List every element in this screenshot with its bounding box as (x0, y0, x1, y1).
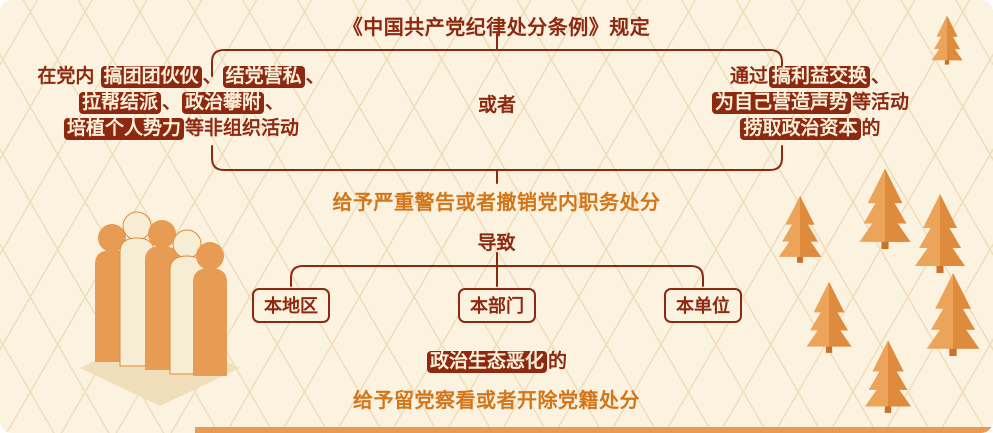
plain-phrase: 、 (305, 66, 325, 87)
highlighted-phrase: 搞团团伙伙 (100, 66, 202, 88)
highlighted-phrase: 为自己营造声势 (711, 92, 851, 114)
plain-phrase: 、 (265, 92, 285, 113)
highlighted-phrase: 结党营私 (222, 66, 305, 88)
highlighted-phrase: 拉帮结派 (78, 92, 161, 114)
bottom-accent-strip (195, 427, 993, 433)
scope-box-region: 本地区 (252, 288, 330, 323)
plain-phrase: 的 (548, 351, 568, 372)
consequence-text: 政治生态恶化的 (0, 349, 993, 375)
scope-box-unit: 本单位 (664, 288, 742, 323)
or-connector-label: 或者 (477, 95, 516, 116)
scope-box-label: 本地区 (264, 296, 318, 316)
people-illustration (80, 211, 240, 406)
plain-phrase: 等非组织活动 (185, 118, 300, 139)
plain-phrase: 等活动 (852, 92, 910, 113)
highlighted-phrase: 搞利益交换 (768, 66, 870, 88)
penalty-warning-text: 给予严重警告或者撤销党内职务处分 (332, 192, 661, 214)
violation-group-left: 在党内 搞团团伙伙、结党营私、拉帮结派、政治攀附、培植个人势力等非组织活动 (20, 64, 342, 142)
scope-bracket (290, 265, 704, 287)
scope-box-label: 本部门 (470, 296, 524, 316)
highlighted-phrase: 政治生态恶化 (426, 351, 547, 373)
plain-phrase: 在党内 (37, 66, 100, 87)
plain-phrase: 、 (161, 92, 181, 113)
plain-phrase: 、 (871, 66, 891, 87)
highlighted-phrase: 培植个人势力 (63, 118, 184, 140)
scope-box-department: 本部门 (458, 288, 536, 323)
highlighted-phrase: 捞取政治资本 (740, 118, 861, 140)
page-title: 《中国共产党纪律处分条例》规定 (342, 17, 651, 39)
highlighted-phrase: 政治攀附 (182, 92, 265, 114)
violation-group-right: 通过搞利益交换、为自己营造声势等活动捞取政治资本的 (652, 64, 968, 142)
gather-bracket (211, 145, 783, 171)
top-bracket (211, 49, 783, 77)
person-figure (193, 242, 227, 376)
scope-box-label: 本单位 (676, 296, 730, 316)
penalty-expulsion-text: 给予留党察看或者开除党籍处分 (353, 390, 640, 412)
leads-to-label: 导致 (477, 233, 516, 254)
plain-phrase: 通过 (729, 66, 768, 87)
plain-phrase: 、 (202, 66, 222, 87)
plain-phrase: 的 (861, 118, 881, 139)
